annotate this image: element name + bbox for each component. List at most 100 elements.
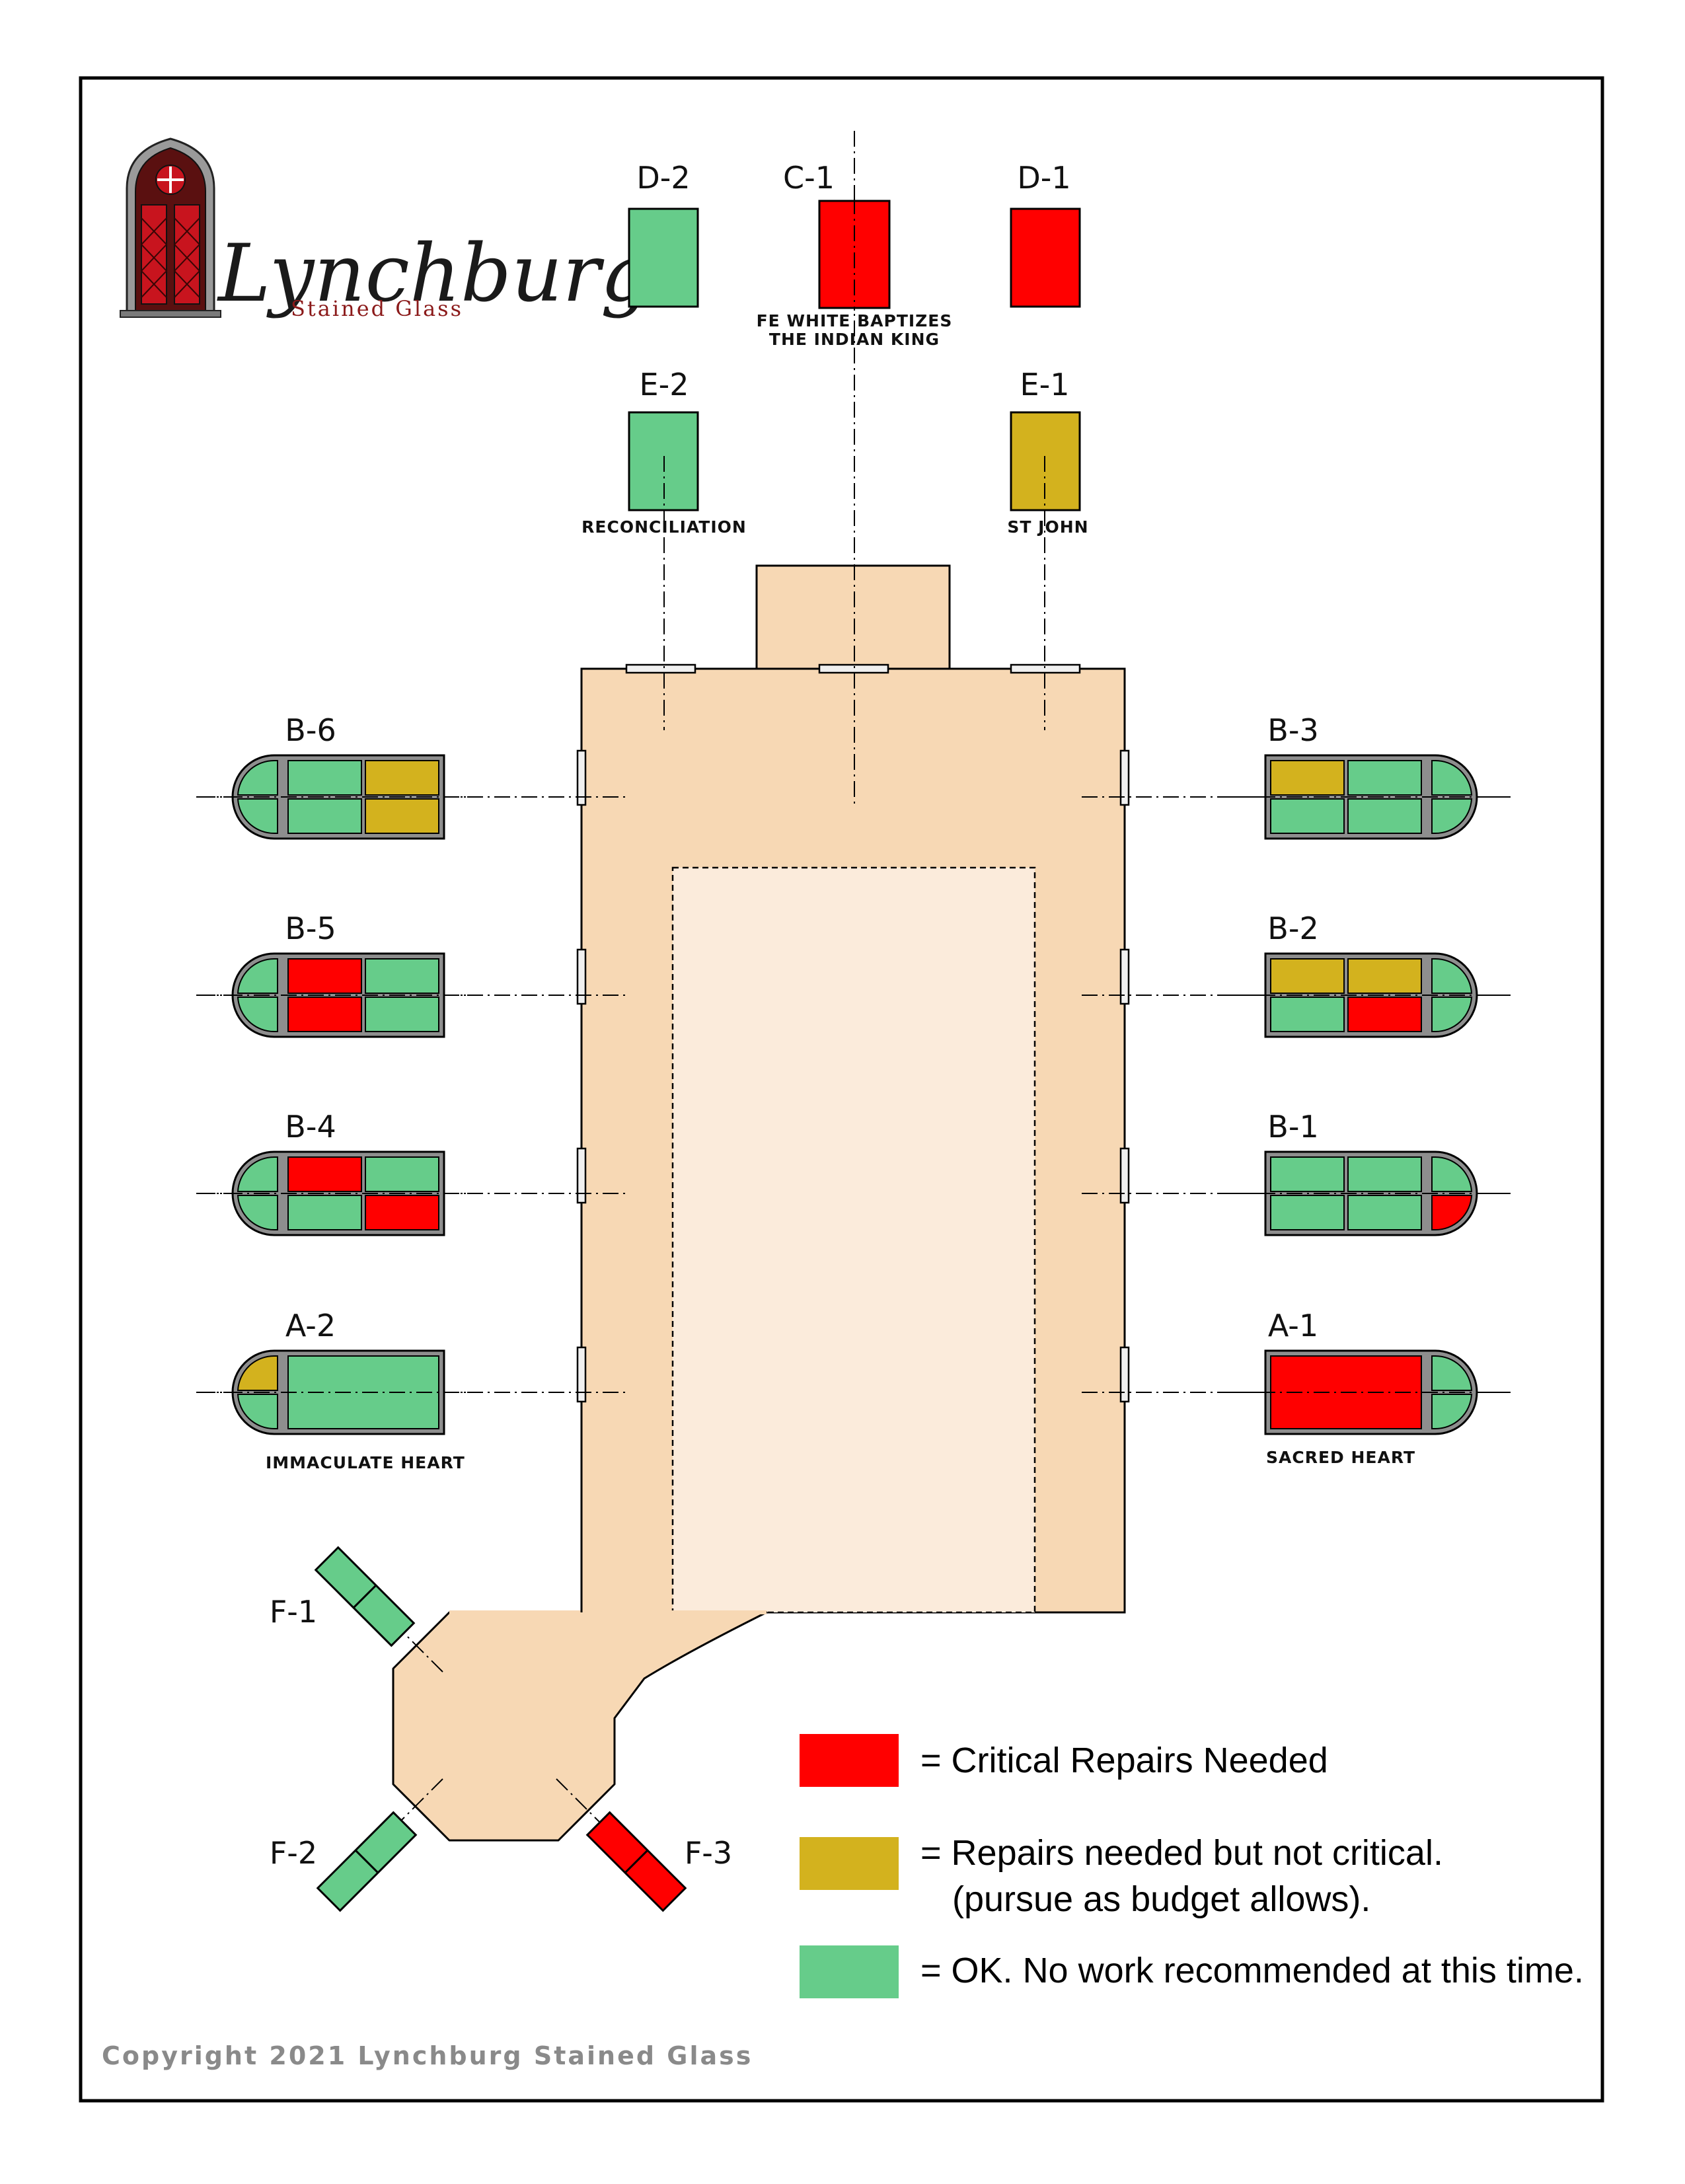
window-label: B-6 <box>285 712 336 748</box>
window-caption: ST JOHN <box>1007 517 1088 537</box>
window-label: B-2 <box>1267 911 1318 946</box>
window-d-2: D-2 <box>628 160 699 308</box>
window-panel <box>237 759 278 796</box>
window-label: A-2 <box>285 1308 336 1343</box>
nave-inner-area <box>671 866 1036 1614</box>
window-panel <box>1431 1355 1473 1391</box>
window-label: B-1 <box>1267 1109 1318 1145</box>
legend-item-critical: = Critical Repairs Needed <box>800 1734 1328 1787</box>
window-panel <box>287 760 362 796</box>
window-label: E-2 <box>640 367 689 402</box>
window-panel <box>1431 958 1473 994</box>
window-panel <box>365 1156 439 1192</box>
window-panel <box>1270 798 1345 834</box>
window-panel <box>365 1195 439 1230</box>
window-b-5: B-5 <box>200 911 477 1038</box>
window-panel <box>1431 759 1473 796</box>
legend-swatch <box>800 1734 899 1787</box>
window-panel <box>1431 997 1473 1033</box>
window-panel <box>237 1394 278 1430</box>
window-panel <box>1431 1394 1473 1430</box>
window-panel <box>365 958 439 994</box>
brand-subtitle: Stained Glass <box>291 296 463 321</box>
window-panel <box>628 207 699 308</box>
window-label: E-1 <box>1020 367 1070 402</box>
window-label: B-3 <box>1267 712 1318 748</box>
window-label: F-3 <box>685 1835 732 1871</box>
brand-name: Lynchburg <box>217 228 651 320</box>
window-caption: FE WHITE BAPTIZES <box>757 311 953 330</box>
legend-swatch <box>800 1837 899 1890</box>
window-panel <box>237 997 278 1033</box>
apse <box>755 564 951 671</box>
window-panel <box>1270 997 1345 1032</box>
window-panel <box>237 1156 278 1192</box>
legend-text: = Critical Repairs Needed <box>920 1741 1328 1780</box>
legend-swatch <box>800 1945 899 1998</box>
window-label: F-2 <box>270 1835 317 1871</box>
window-panel <box>1347 760 1422 796</box>
window-panel <box>1431 1195 1473 1231</box>
window-panel <box>1270 1156 1345 1192</box>
window-b-1: B-1 <box>1232 1109 1510 1236</box>
window-label: B-5 <box>285 911 336 946</box>
vestibule <box>392 1611 768 1842</box>
window-caption-a-1: SACRED HEART <box>1266 1448 1415 1467</box>
window-e-1: E-1 ST JOHN <box>1007 367 1088 537</box>
window-f-3: F-3 <box>585 1811 732 1912</box>
copyright: Copyright 2021 Lynchburg Stained Glass <box>102 2041 753 2070</box>
window-panel <box>1010 207 1081 308</box>
window-f-2: F-2 <box>270 1811 418 1912</box>
window-label: C-1 <box>783 160 835 196</box>
window-panel <box>1347 798 1422 834</box>
church-floor-plan <box>392 564 1130 1842</box>
window-label: F-1 <box>270 1594 317 1630</box>
window-panel <box>1270 760 1345 796</box>
window-panel <box>287 1195 362 1230</box>
legend-text: = OK. No work recommended at this time. <box>920 1951 1584 1990</box>
window-label: D-2 <box>636 160 690 196</box>
window-panel <box>1347 1195 1422 1230</box>
window-a-1: A-1 <box>1232 1308 1510 1435</box>
window-b-3: B-3 <box>1232 712 1510 840</box>
window-panel <box>237 798 278 835</box>
window-panel <box>237 958 278 994</box>
window-panel <box>365 997 439 1032</box>
legend-text: = Repairs needed but not critical. <box>920 1833 1443 1873</box>
window-d-1: D-1 <box>1010 160 1081 308</box>
window-panel <box>1270 958 1345 994</box>
window-panel <box>237 1355 278 1391</box>
window-panel <box>365 798 439 834</box>
window-panel <box>287 997 362 1032</box>
window-panel <box>1347 958 1422 994</box>
window-panel <box>365 760 439 796</box>
window-f-1: F-1 <box>270 1546 416 1647</box>
legend-item-ok: = OK. No work recommended at this time. <box>800 1945 1584 1998</box>
window-panel <box>287 798 362 834</box>
window-label: A-1 <box>1268 1308 1318 1343</box>
window-b-4: B-4 <box>200 1109 477 1236</box>
window-c-1: C-1 FE WHITE BAPTIZES THE INDIAN KING <box>757 160 953 349</box>
window-label: D-1 <box>1017 160 1070 196</box>
window-label: B-4 <box>285 1109 336 1145</box>
window-caption-a-2: IMMACULATE HEART <box>266 1453 465 1472</box>
window-panel <box>1347 997 1422 1032</box>
window-panel <box>1431 1156 1473 1192</box>
legend-item-repairs: = Repairs needed but not critical. (purs… <box>800 1833 1443 1919</box>
window-a-2: A-2 <box>200 1308 477 1435</box>
gothic-window-logo-icon <box>120 137 221 318</box>
window-panel <box>287 958 362 994</box>
window-panel <box>1270 1195 1345 1230</box>
window-caption: RECONCILIATION <box>581 517 747 537</box>
window-panel <box>237 1195 278 1231</box>
window-b-2: B-2 <box>1232 911 1510 1038</box>
window-panel <box>1347 1156 1422 1192</box>
legend-text-line-2: (pursue as budget allows). <box>952 1879 1370 1919</box>
window-e-2: E-2 RECONCILIATION <box>581 367 747 537</box>
window-caption: THE INDIAN KING <box>769 330 940 349</box>
window-b-6: B-6 <box>200 712 477 840</box>
side-windows: B-6B-5B-4A-2 B-3B-2B-1A-1 <box>200 712 1510 1435</box>
window-panel <box>1431 798 1473 835</box>
